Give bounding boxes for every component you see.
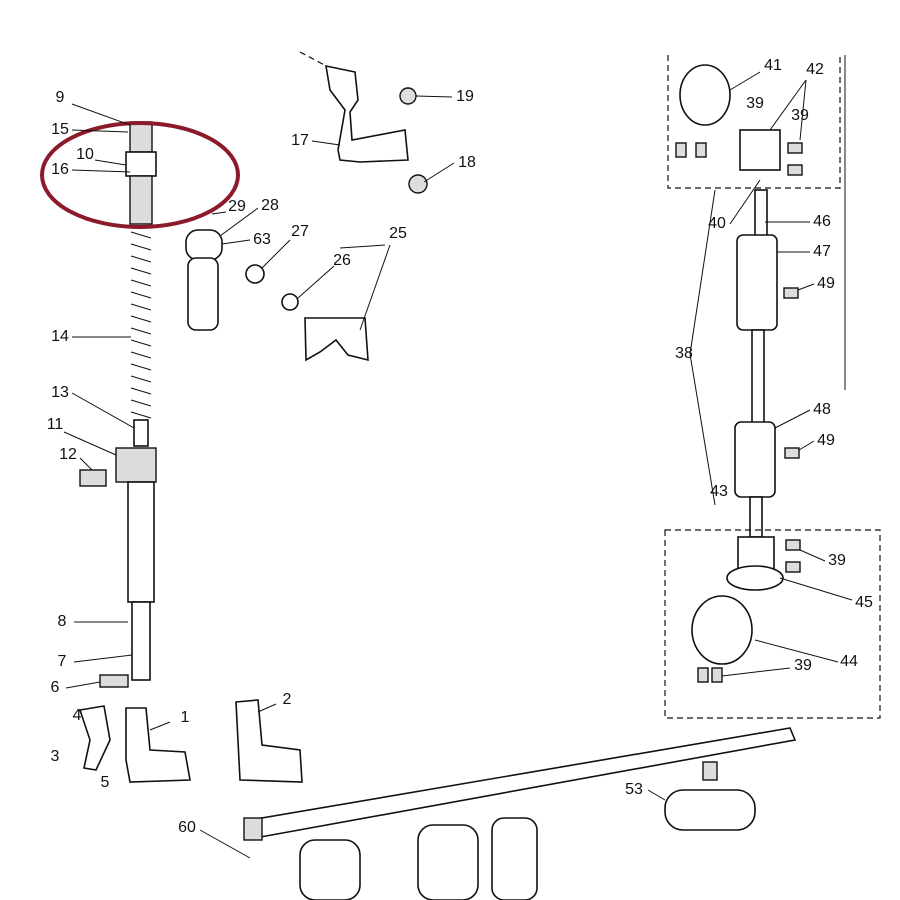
callout-49: 49 (817, 275, 835, 292)
callout-1: 1 (181, 709, 190, 726)
callout-10: 10 (76, 146, 94, 163)
callout-63: 63 (253, 231, 271, 248)
shaft (751, 329, 765, 426)
callout-6: 6 (51, 679, 60, 696)
part-49-screw-2 (784, 447, 800, 459)
callout-46: 46 (813, 213, 831, 230)
callout-15: 15 (51, 121, 69, 138)
part-47-bushing (736, 234, 778, 331)
part-12-screw (79, 469, 107, 487)
part-7-bar-end (131, 601, 151, 681)
part-63-plate (187, 257, 219, 331)
upper-center-parts (185, 51, 428, 362)
callout-18: 18 (458, 154, 476, 171)
callout-labels: 9 15 10 16 14 13 11 12 8 7 6 4 3 5 1 2 1… (47, 57, 873, 836)
callout-3: 3 (51, 748, 60, 765)
callout-5: 5 (101, 774, 110, 791)
callout-47: 47 (813, 243, 831, 260)
presser-bar-assembly (78, 121, 303, 783)
callout-2: 2 (283, 691, 292, 708)
part-27-washer (245, 264, 265, 284)
part-42-bevel-gear (739, 129, 781, 171)
callout-17: 17 (291, 132, 309, 149)
part-14-spring (130, 231, 152, 419)
callout-9: 9 (56, 89, 65, 106)
vertical-shaft-assembly (664, 55, 881, 719)
callout-39: 39 (828, 552, 846, 569)
part-1-presser-foot (125, 707, 191, 783)
callout-43: 43 (710, 483, 728, 500)
callout-53: 53 (625, 781, 643, 798)
part-9-cap (129, 121, 153, 153)
callout-39: 39 (746, 95, 764, 112)
part-46-shaft (754, 189, 768, 241)
part-10-nut (125, 151, 157, 177)
part-53-collar (664, 789, 756, 831)
part-44-gear (691, 595, 753, 665)
part-48-bushing (734, 421, 776, 498)
callout-13: 13 (51, 384, 69, 401)
part-13-pin (133, 419, 149, 447)
callout-16: 16 (51, 161, 69, 178)
part-6-screw (99, 674, 129, 688)
callout-27: 27 (291, 223, 309, 240)
part-2-presser-foot (235, 699, 303, 783)
callout-28: 28 (261, 197, 279, 214)
callout-48: 48 (813, 401, 831, 418)
part-28-block (185, 229, 223, 261)
callout-40: 40 (708, 215, 726, 232)
callout-44: 44 (840, 653, 858, 670)
callout-41: 41 (764, 57, 782, 74)
part-41-gear (679, 64, 731, 126)
callout-39: 39 (791, 107, 809, 124)
callout-7: 7 (58, 653, 67, 670)
leader-lines (63, 71, 853, 859)
lower-shaft-assembly (243, 727, 797, 900)
callout-29: 29 (228, 198, 246, 215)
part-25-plate (304, 317, 369, 362)
callout-19: 19 (456, 88, 474, 105)
part-18-screw (408, 174, 428, 194)
callout-14: 14 (51, 328, 69, 345)
callout-49: 49 (817, 432, 835, 449)
part-17-lever (325, 64, 409, 163)
callout-26: 26 (333, 252, 351, 269)
callout-4: 4 (73, 707, 82, 724)
callout-12: 12 (59, 446, 77, 463)
callout-45: 45 (855, 594, 873, 611)
part-8-bar (127, 481, 155, 603)
part-11-guide (115, 447, 157, 483)
part-19-screw (399, 87, 417, 105)
callout-25: 25 (389, 225, 407, 242)
highlight-circle (40, 121, 240, 229)
callout-38: 38 (675, 345, 693, 362)
callout-8: 8 (58, 613, 67, 630)
part-3-guide (78, 705, 111, 771)
callout-42: 42 (806, 61, 824, 78)
part-26-ring (281, 293, 299, 311)
callout-60: 60 (178, 819, 196, 836)
callout-11: 11 (47, 416, 64, 433)
callout-39: 39 (794, 657, 812, 674)
part-49-screw (783, 287, 799, 299)
part-16-screw (129, 175, 153, 225)
